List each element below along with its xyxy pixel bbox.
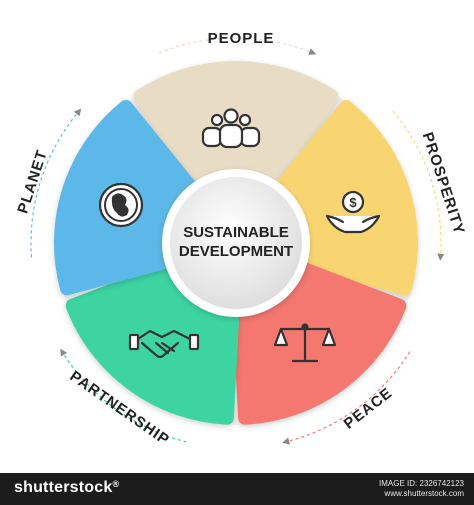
balance-scale-icon — [273, 323, 337, 363]
money-hand-icon: $ — [325, 190, 381, 234]
people-group-icon — [201, 108, 261, 149]
arrow-arc-people — [158, 37, 317, 55]
arrow-arc-peace — [282, 351, 411, 445]
label-people: PEOPLE — [208, 30, 275, 47]
arrow-arc-prosperity — [392, 110, 445, 261]
brand-logo[interactable]: shutterstock® — [14, 479, 120, 496]
center-title-line1: SUSTAINABLE — [183, 224, 289, 241]
footer-bar: shutterstock® IMAGE ID: 2326742123 www.s… — [0, 473, 474, 505]
arrow-arc-planet — [30, 108, 82, 258]
label-planet: PLANET — [14, 148, 51, 216]
image-id: IMAGE ID: 2326742123 — [379, 479, 464, 488]
arrow-arc-partnership — [60, 348, 187, 443]
center-circle: SUSTAINABLE DEVELOPMENT — [162, 169, 310, 317]
label-peace: PEACE — [341, 384, 396, 432]
handshake-icon — [128, 329, 200, 359]
svg-text:$: $ — [349, 195, 357, 210]
footer-meta: IMAGE ID: 2326742123 www.shutterstock.co… — [379, 479, 464, 499]
globe-icon — [98, 182, 144, 228]
site-url: www.shutterstock.com — [384, 489, 464, 498]
label-prosperity: PROSPERITY — [419, 130, 468, 237]
center-title-line2: DEVELOPMENT — [179, 243, 293, 260]
